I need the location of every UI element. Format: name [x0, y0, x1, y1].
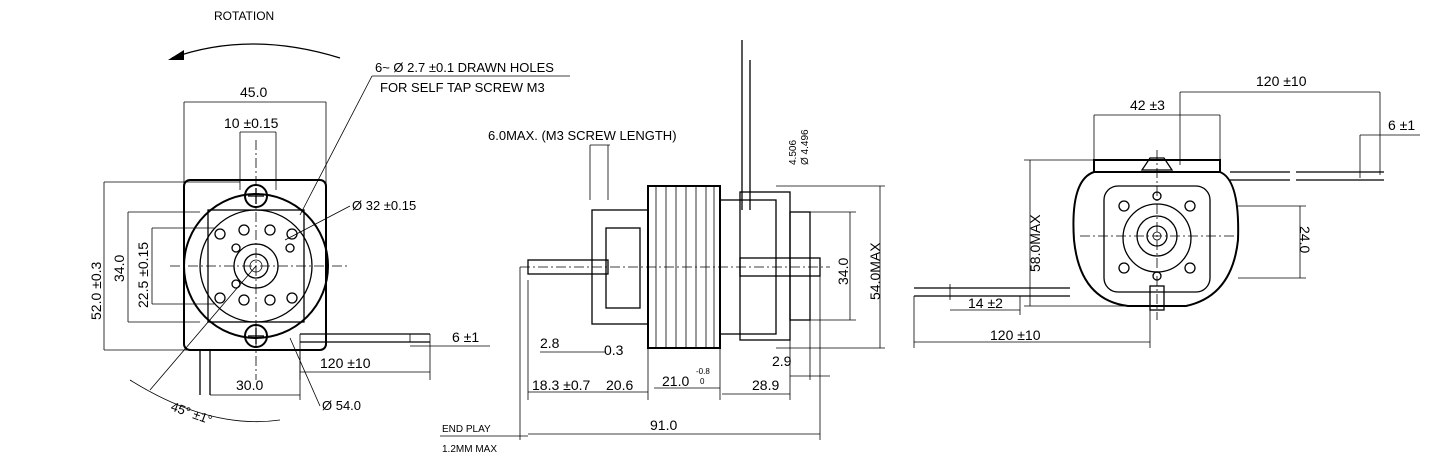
screw-note: 6.0MAX. (M3 SCREW LENGTH): [488, 128, 677, 143]
dim-20-6: 20.6: [606, 377, 633, 393]
rotation-arrowhead: [168, 50, 184, 60]
dim-bore: Ø 32 ±0.15: [352, 198, 416, 213]
dim-28-9: 28.9: [752, 377, 779, 393]
dim-18-3: 18.3 ±0.7: [532, 377, 590, 393]
holes-note-line2: FOR SELF TAP SCREW M3: [380, 80, 545, 95]
dim-height: 52.0 ±0.3: [88, 262, 104, 320]
dim-21-tol-upper: -0.8: [696, 367, 710, 376]
dim-24: 24.0: [1297, 226, 1313, 253]
rotation-label: ROTATION: [214, 9, 274, 23]
rotation-arrow: [171, 43, 341, 59]
holes-note-line1: 6~ Ø 2.7 ±0.1 DRAWN HOLES: [375, 60, 554, 75]
dim-base: 30.0: [236, 377, 263, 393]
front-view: ROTATION 6~ Ø 2.7 ±0.1 DRAWN HOLES FOR S…: [88, 9, 570, 427]
dim-42: 42 ±3: [1130, 97, 1165, 113]
dim-21-0: 21.0: [662, 373, 689, 389]
dim-34: 34.0: [835, 258, 851, 285]
dim-lead-bottom: 120 ±10: [990, 327, 1041, 343]
dim-angle: 45° ±1°: [169, 399, 214, 428]
dim-58-max: 58.0MAX: [1027, 214, 1043, 272]
dim-inner-height: 34.0: [111, 255, 127, 282]
dim-slot: 10 ±0.15: [224, 115, 279, 131]
dim-lead-top: 120 ±10: [1256, 73, 1307, 89]
dim-21-tol-lower: 0: [700, 377, 705, 386]
dim-0-3: 0.3: [604, 342, 624, 358]
dim-outer: Ø 54.0: [322, 398, 361, 413]
dim-shaft-upper: 4.506: [788, 140, 799, 165]
dim-2-8: 2.8: [540, 335, 560, 351]
dim-shaft-lower: Ø 4.496: [800, 129, 811, 165]
dim-6: 6 ±1: [1388, 117, 1415, 133]
side-view: 6.0MAX. (M3 SCREW LENGTH) 4.506 Ø 4.496: [440, 40, 885, 455]
dim-total: 91.0: [650, 417, 677, 433]
dim-14: 14 ±2: [968, 295, 1003, 311]
dim-width: 45.0: [240, 84, 267, 100]
dim-lead-strip: 6 ±1: [452, 329, 479, 345]
dim-2-9: 2.9: [772, 353, 792, 369]
rear-view: 120 ±10 42 ±3 6 ±1 58.0: [913, 73, 1420, 348]
dim-hole-spacing: 22.5 ±0.15: [135, 242, 151, 308]
end-play-line1: END PLAY: [442, 424, 491, 435]
dim-54-max: 54.0MAX: [867, 242, 883, 300]
end-play-line2: 1.2MM MAX: [442, 444, 497, 455]
dim-lead-length: 120 ±10: [320, 355, 371, 371]
